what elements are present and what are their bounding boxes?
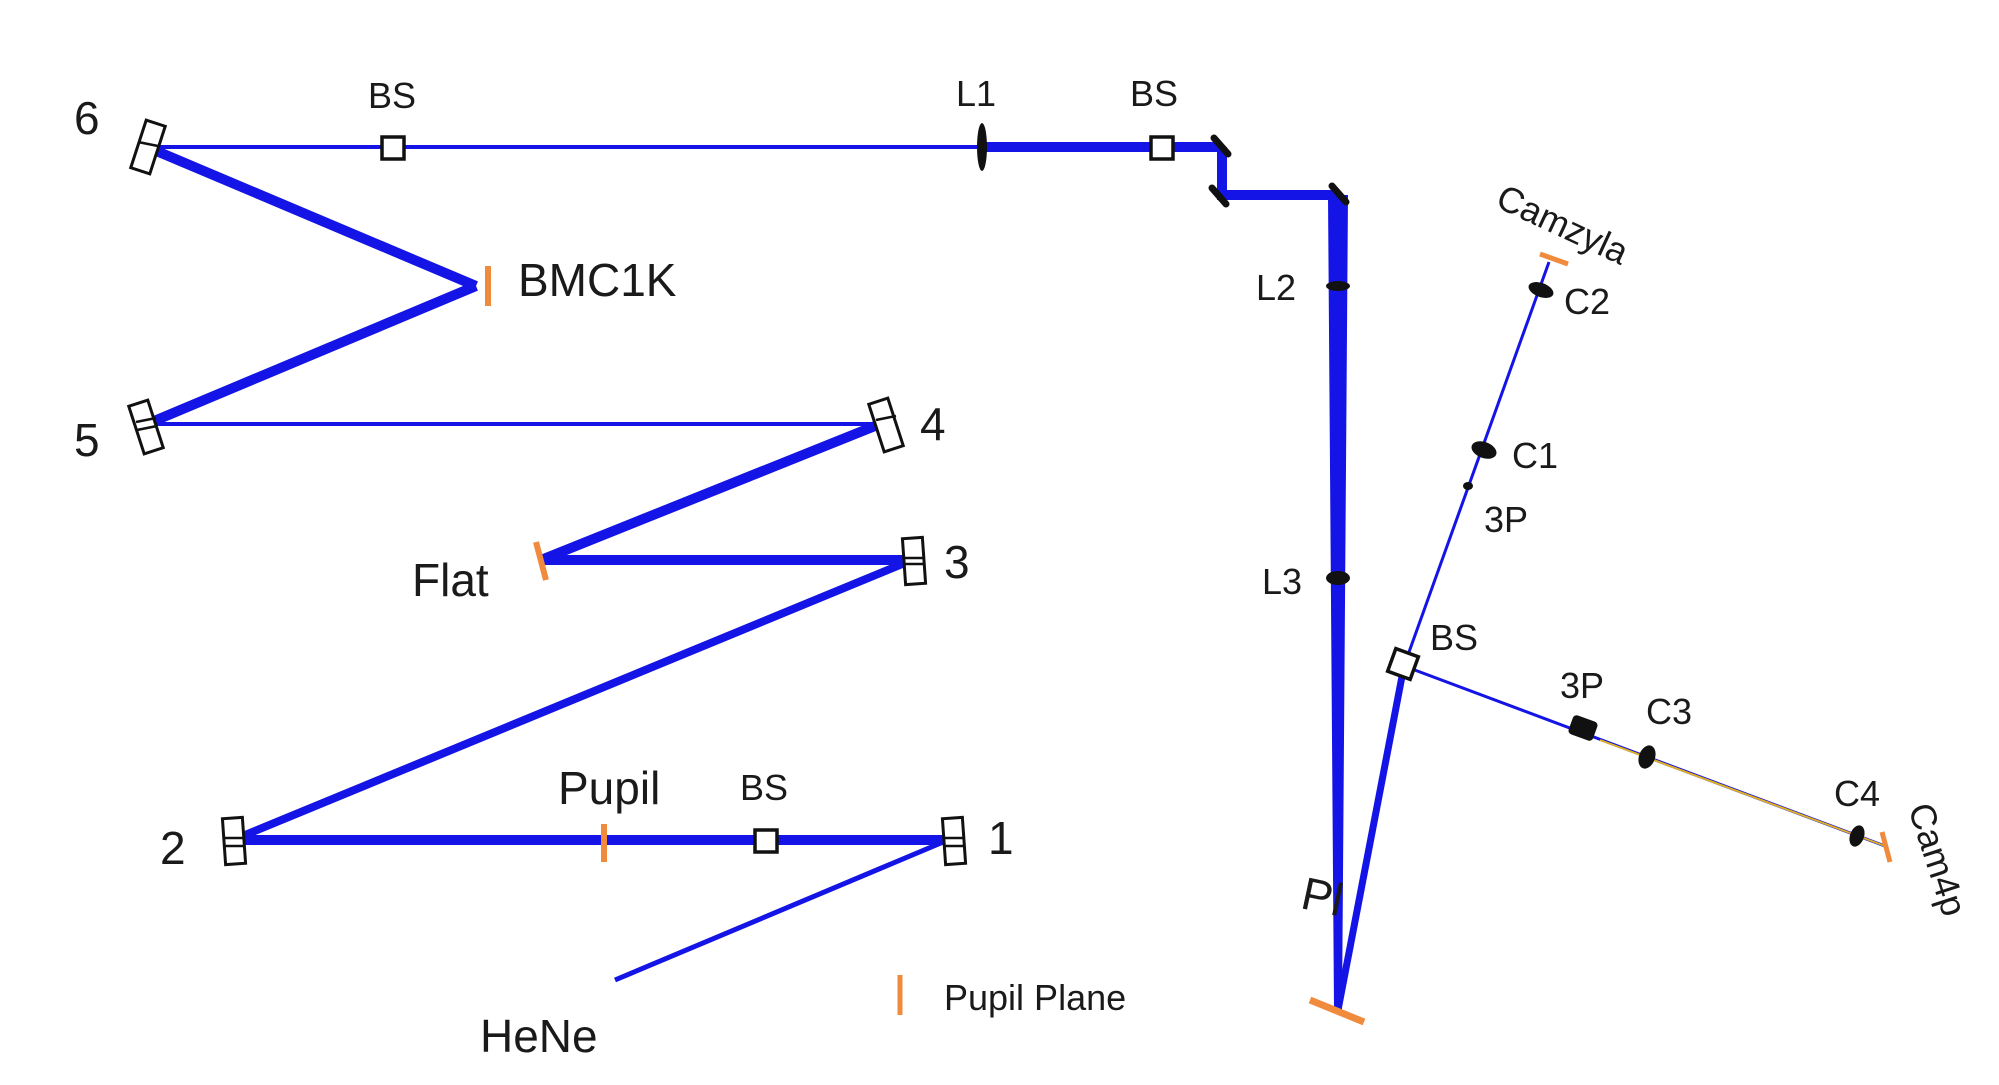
- label-3p-lower: 3P: [1560, 665, 1604, 706]
- beam-paths: [145, 142, 1886, 1011]
- label-pupil: Pupil: [558, 762, 660, 814]
- label-bs-bottom: BS: [740, 767, 788, 808]
- beam-splitter-top-left: [380, 135, 406, 161]
- lens-l2: [1326, 281, 1350, 291]
- beam-l2-to-pl: [1328, 195, 1348, 1010]
- mirror-mount-5: [126, 398, 166, 456]
- label-cam4p: Cam4p: [1900, 798, 1975, 921]
- label-mirror-3: 3: [944, 536, 970, 588]
- mirror-mount-4: [866, 396, 906, 454]
- legend-label-pupil-plane: Pupil Plane: [944, 977, 1126, 1018]
- mirror-mount-6: [128, 118, 168, 176]
- beam-splitter-bottom: [753, 828, 779, 854]
- label-flat: Flat: [412, 554, 489, 606]
- label-c1: C1: [1512, 435, 1558, 476]
- lens-c3: [1638, 745, 1656, 769]
- mirror-mount-2: [220, 815, 248, 867]
- label-bs-top-right: BS: [1130, 73, 1178, 114]
- lens-c2: [1528, 282, 1554, 298]
- pupil-mark-flat: [533, 541, 549, 581]
- lens-l3: [1326, 571, 1350, 585]
- label-bs-right: BS: [1430, 617, 1478, 658]
- fold-mirror-2: [1208, 184, 1230, 208]
- label-c4: C4: [1834, 773, 1880, 814]
- beam-m2-to-m3: [231, 556, 914, 844]
- label-l3: L3: [1262, 561, 1302, 602]
- fold-mirrors: [1208, 134, 1350, 208]
- label-bmc1k: BMC1K: [518, 254, 677, 306]
- beam-splitter-right: [1385, 646, 1421, 682]
- label-bs-top-left: BS: [368, 75, 416, 116]
- label-mirror-2: 2: [160, 822, 186, 874]
- beam-bmc1k-to-m6: [145, 142, 478, 291]
- pupil-mark-camzyla: [1539, 251, 1569, 267]
- label-mirror-4: 4: [920, 398, 946, 450]
- label-c2: C2: [1564, 281, 1610, 322]
- label-mirror-1: 1: [988, 812, 1014, 864]
- beam-splitter-top-right: [1149, 135, 1175, 161]
- lens-3p-upper: [1463, 482, 1473, 490]
- label-3p-upper: 3P: [1484, 499, 1528, 540]
- label-camzyla: Camzyla: [1491, 176, 1636, 273]
- label-c3: C3: [1646, 691, 1692, 732]
- pupil-mark-pl: [1308, 996, 1366, 1026]
- label-mirror-5: 5: [74, 414, 100, 466]
- fold-mirror-3: [1328, 182, 1350, 206]
- mirror-mount-3: [900, 535, 928, 587]
- beam-flat-to-m4: [539, 419, 882, 565]
- beam-hene-to-m1: [614, 837, 949, 983]
- beam-pl-to-bs-right: [1334, 665, 1408, 1011]
- lens-3p-lower: [1568, 715, 1598, 741]
- lens-c4: [1849, 825, 1865, 847]
- mirror-mount-1: [940, 815, 968, 867]
- beam-periscope: [1217, 147, 1340, 200]
- label-l1: L1: [956, 73, 996, 114]
- label-mirror-6: 6: [74, 92, 100, 144]
- pupil-plane-marks: [485, 140, 1893, 1026]
- lens-l1: [977, 123, 987, 171]
- beam-bs-to-camzyla: [1402, 261, 1551, 667]
- fold-mirror-1: [1210, 134, 1232, 158]
- label-hene: HeNe: [480, 1010, 598, 1062]
- lens-c1: [1471, 441, 1497, 459]
- pupil-mark-cam4p: [1879, 831, 1893, 863]
- labels: 1 2 3 4 5 6 BS L1 BS BMC1K Flat Pupil BS…: [74, 73, 1975, 1062]
- label-l2: L2: [1256, 267, 1296, 308]
- beam-m5-to-bmc1k: [145, 281, 478, 429]
